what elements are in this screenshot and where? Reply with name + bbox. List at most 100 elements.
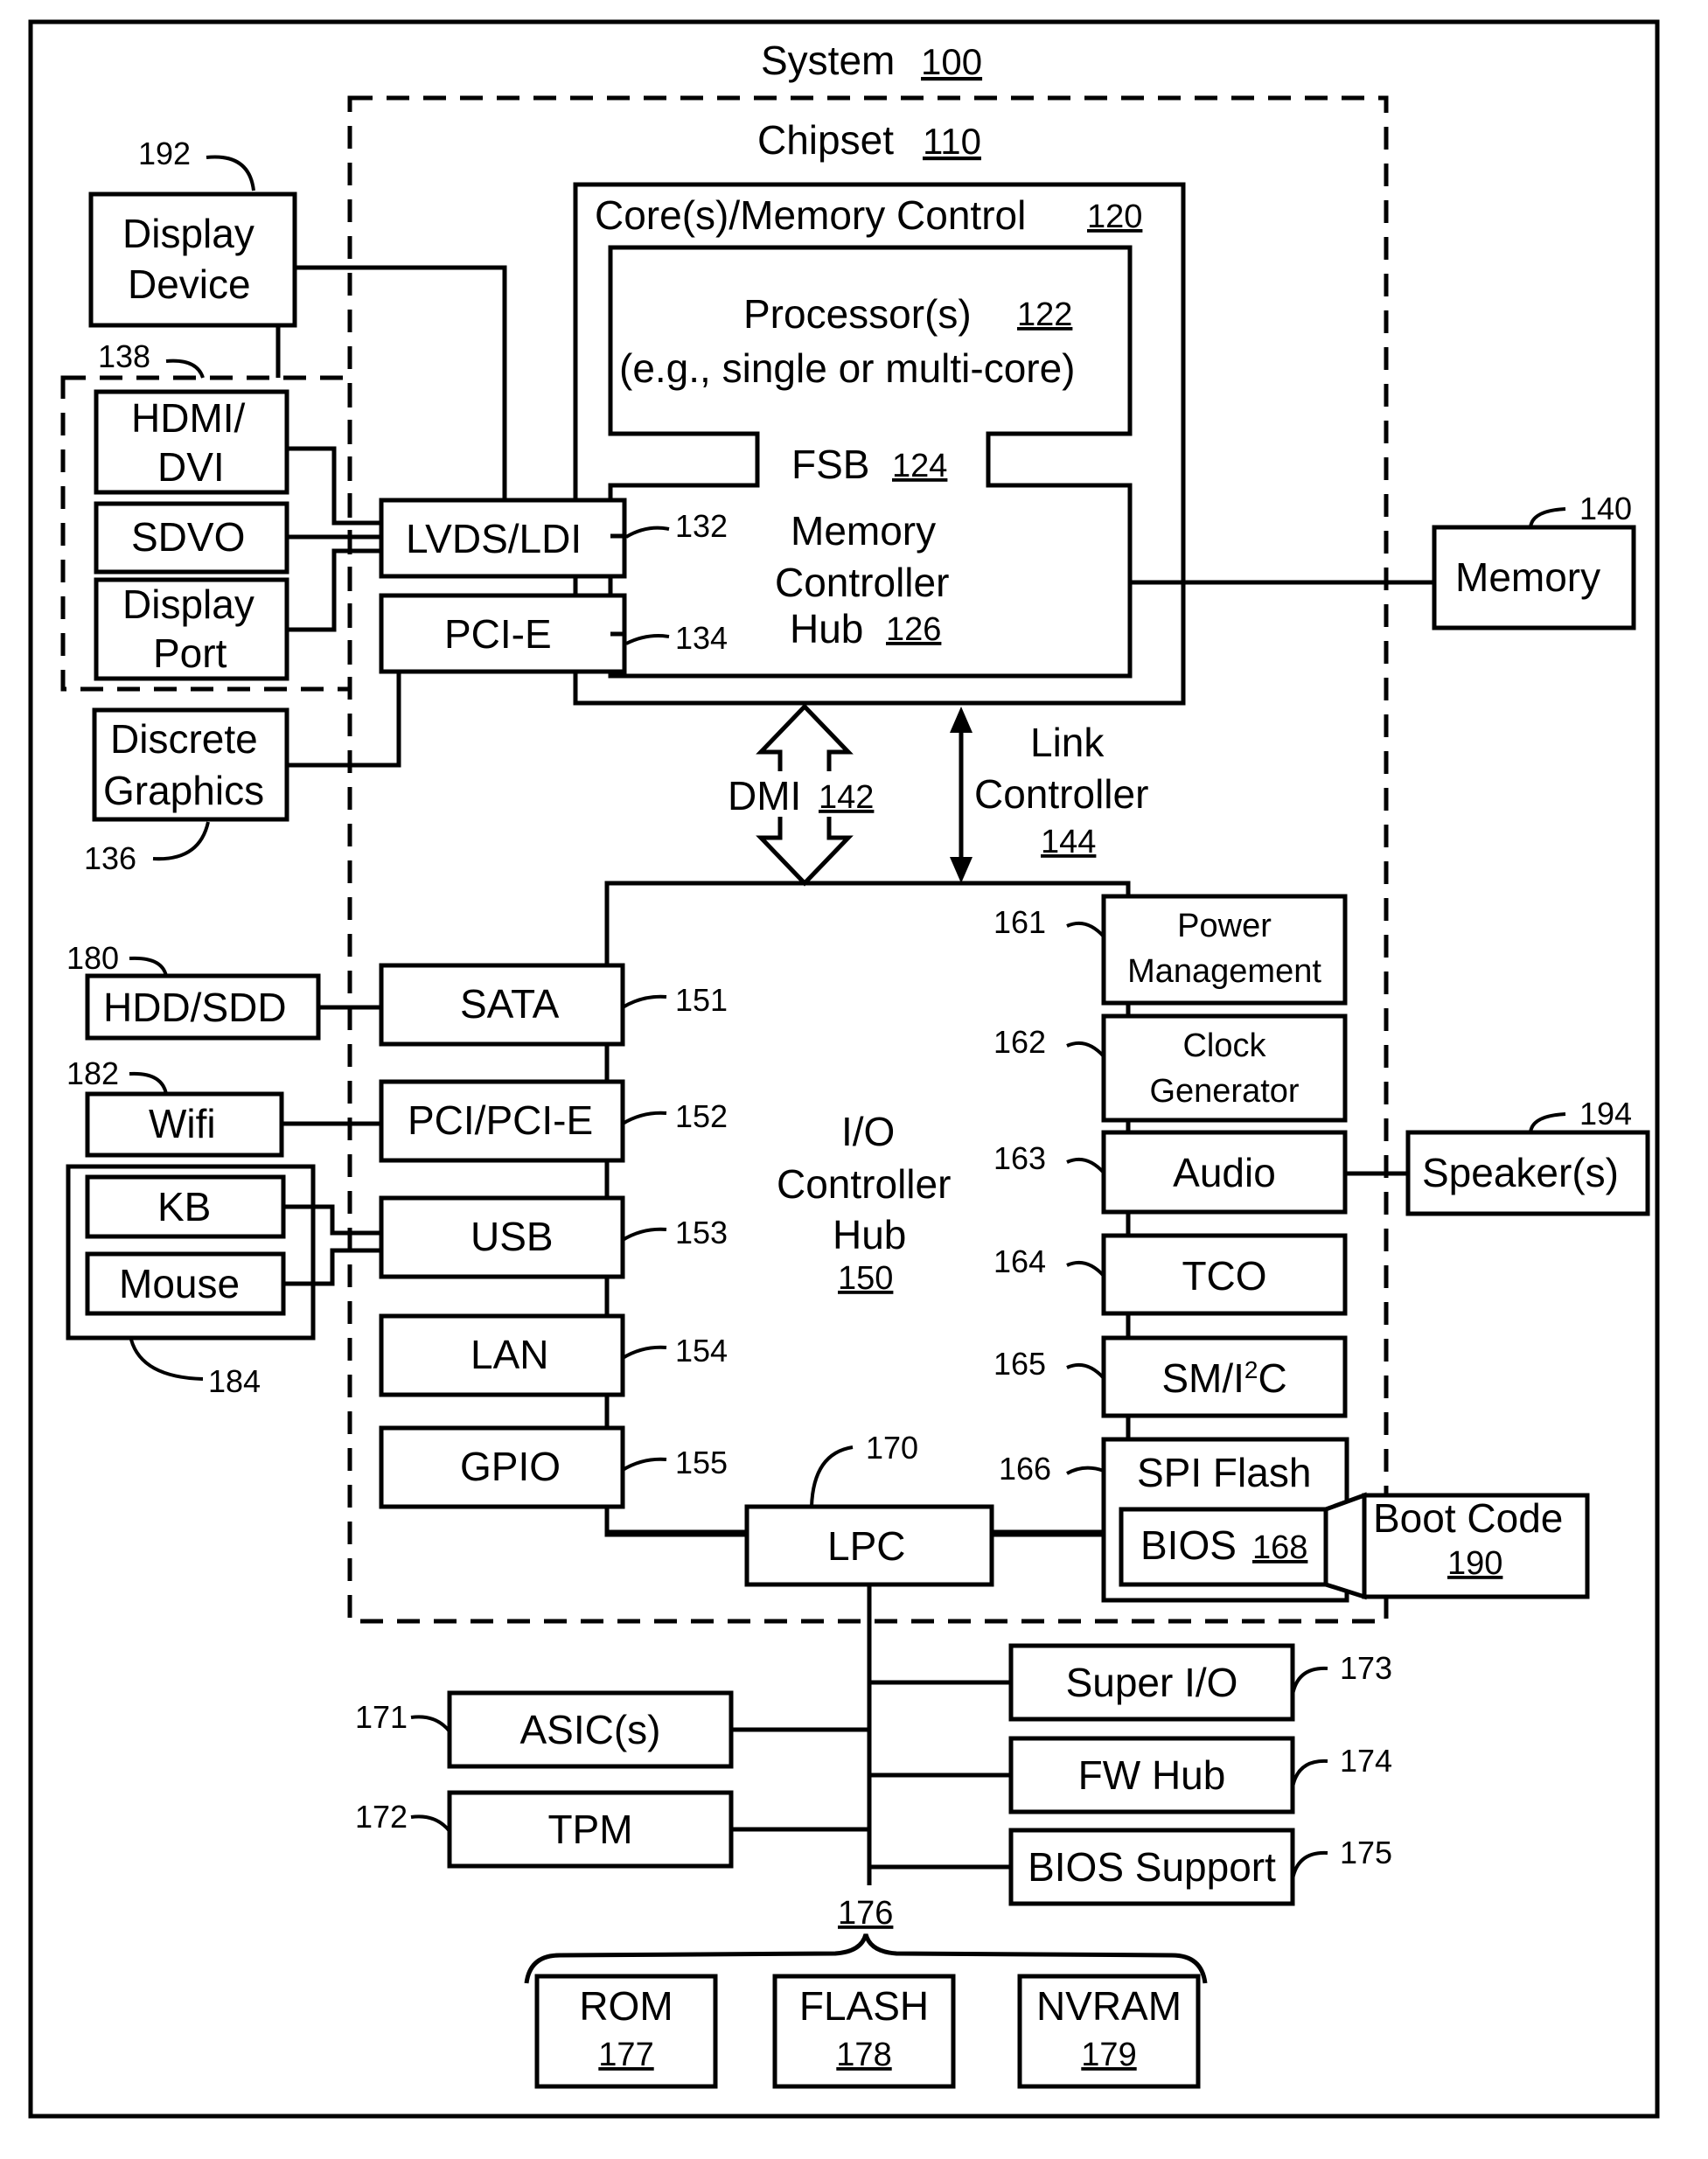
port-ref-leader xyxy=(623,1459,666,1470)
ich-ref: 150 xyxy=(838,1260,893,1297)
display-device-ref: 192 xyxy=(138,136,191,171)
ich-line1: I/O xyxy=(841,1109,895,1154)
kb-label: KB xyxy=(157,1184,211,1229)
storage-label: NVRAM xyxy=(1036,1983,1182,2029)
right-block-label: TCO xyxy=(1182,1253,1266,1299)
lpc-right-device-label: FW Hub xyxy=(1078,1752,1226,1798)
display-group-ref: 138 xyxy=(98,338,150,374)
mch-line1: Memory xyxy=(791,508,936,554)
spi-flash-ref-leader xyxy=(1067,1468,1104,1473)
display-device-line2: Device xyxy=(128,261,251,307)
hdmi-line2: DVI xyxy=(157,444,225,490)
port-ref: 154 xyxy=(675,1333,728,1369)
lpc-left-devices: ASIC(s)171TPM172 xyxy=(355,1693,869,1866)
lpc-left-device-ref-leader xyxy=(411,1816,450,1831)
hdd-label: HDD/SDD xyxy=(103,985,287,1030)
right-block-ref: 163 xyxy=(993,1140,1046,1176)
right-block-ref-leader xyxy=(1067,1365,1104,1378)
lpc-right-device-ref: 173 xyxy=(1340,1650,1392,1686)
lpc-right-device-ref-leader xyxy=(1293,1761,1328,1787)
lpc-left-device-label: TPM xyxy=(547,1807,632,1852)
dmi-ref: 142 xyxy=(819,779,874,816)
chipset-ref: 110 xyxy=(923,121,981,162)
storage-group-ref: 176 xyxy=(838,1895,893,1932)
right-block-line1: Power xyxy=(1177,908,1272,944)
storage-group: ROM177FLASH178NVRAM179 xyxy=(537,1976,1198,2086)
mch-line2: Controller xyxy=(775,560,949,605)
storage-label: ROM xyxy=(579,1983,673,2029)
fsb-ref: 124 xyxy=(892,448,947,484)
link-controller-ref: 144 xyxy=(1041,824,1096,860)
discrete-graphics-ref: 136 xyxy=(84,840,136,876)
storage-label: FLASH xyxy=(799,1983,929,2029)
display-group-ref-leader xyxy=(166,361,203,378)
lvds-ref: 132 xyxy=(675,508,728,544)
port-label: LAN xyxy=(471,1332,548,1377)
mch-ref: 126 xyxy=(886,611,941,648)
mch-line3: Hub xyxy=(790,606,863,651)
right-block-ref-leader xyxy=(1067,1043,1104,1056)
display-device-line1: Display xyxy=(122,211,254,256)
chipset-title: Chipset xyxy=(757,117,894,163)
speakers-ref-leader xyxy=(1530,1114,1565,1132)
port-ref: 153 xyxy=(675,1215,728,1250)
lpc-ref-leader xyxy=(812,1447,853,1507)
lpc-ref: 170 xyxy=(866,1430,918,1466)
processor-label: Processor(s) xyxy=(743,291,972,337)
right-block-ref-leader xyxy=(1067,923,1104,937)
pcie-label: PCI-E xyxy=(444,611,552,657)
right-blocks-group: PowerManagement161ClockGenerator162Audio… xyxy=(993,896,1345,1416)
wifi-ref-leader xyxy=(129,1074,166,1094)
lvds-label: LVDS/LDI xyxy=(406,516,582,561)
link-controller-line1: Link xyxy=(1030,720,1105,765)
port-label: USB xyxy=(471,1214,554,1259)
hdd-ref: 180 xyxy=(66,940,119,976)
display-device-ref-leader xyxy=(206,157,254,191)
lpc-left-device-label: ASIC(s) xyxy=(520,1707,661,1752)
input-group-ref-leader xyxy=(131,1340,203,1379)
right-block-line2: Generator xyxy=(1149,1073,1299,1110)
spi-flash-ref: 166 xyxy=(999,1451,1051,1487)
right-block-ref: 165 xyxy=(993,1346,1046,1382)
port-ref: 152 xyxy=(675,1098,728,1134)
port-ref-leader xyxy=(623,1113,666,1124)
memory-ref-leader xyxy=(1530,509,1565,527)
boot-code-connector xyxy=(1326,1495,1364,1597)
ich-line3: Hub xyxy=(833,1212,906,1257)
hdd-ref-leader xyxy=(129,958,166,976)
right-block-ref-leader xyxy=(1067,1263,1104,1276)
storage-ref: 177 xyxy=(598,2037,653,2073)
discrete-graphics-ref-leader xyxy=(153,822,208,859)
storage-ref: 178 xyxy=(836,2037,891,2073)
memory-ref: 140 xyxy=(1579,491,1632,526)
lpc-left-device-ref-leader xyxy=(411,1717,450,1731)
core-memory-control-label: Core(s)/Memory Control xyxy=(595,192,1026,238)
processor-ref: 122 xyxy=(1017,296,1072,333)
right-block-label: Audio xyxy=(1173,1150,1276,1195)
boot-code-ref: 190 xyxy=(1447,1545,1502,1582)
right-block-ref-leader xyxy=(1067,1160,1104,1173)
right-block-ref: 164 xyxy=(993,1243,1046,1279)
lpc-right-devices: Super I/O173FW Hub174BIOS Support175 xyxy=(869,1646,1392,1904)
lpc-right-device-ref-leader xyxy=(1293,1668,1328,1695)
port-ref: 151 xyxy=(675,982,728,1018)
port-ref-leader xyxy=(623,1348,666,1358)
lpc-right-device-label: BIOS Support xyxy=(1028,1844,1276,1890)
port-ref-leader xyxy=(623,1229,666,1240)
lpc-label: LPC xyxy=(827,1523,905,1569)
right-block-ref: 162 xyxy=(993,1024,1046,1060)
ich-line2: Controller xyxy=(777,1161,951,1207)
port-label: SATA xyxy=(460,981,560,1027)
lpc-left-device-ref: 172 xyxy=(355,1799,408,1835)
spi-flash-label: SPI Flash xyxy=(1137,1450,1311,1495)
system-title: System xyxy=(761,38,895,83)
displayport-line1: Display xyxy=(122,582,254,627)
system-ref: 100 xyxy=(921,41,982,82)
bios-ref: 168 xyxy=(1252,1529,1307,1566)
processor-desc: (e.g., single or multi-core) xyxy=(619,345,1076,391)
core-memory-control-ref: 120 xyxy=(1087,198,1142,235)
memory-label: Memory xyxy=(1455,554,1600,600)
displayport-line2: Port xyxy=(153,630,227,676)
dmi-label: DMI xyxy=(728,773,801,818)
